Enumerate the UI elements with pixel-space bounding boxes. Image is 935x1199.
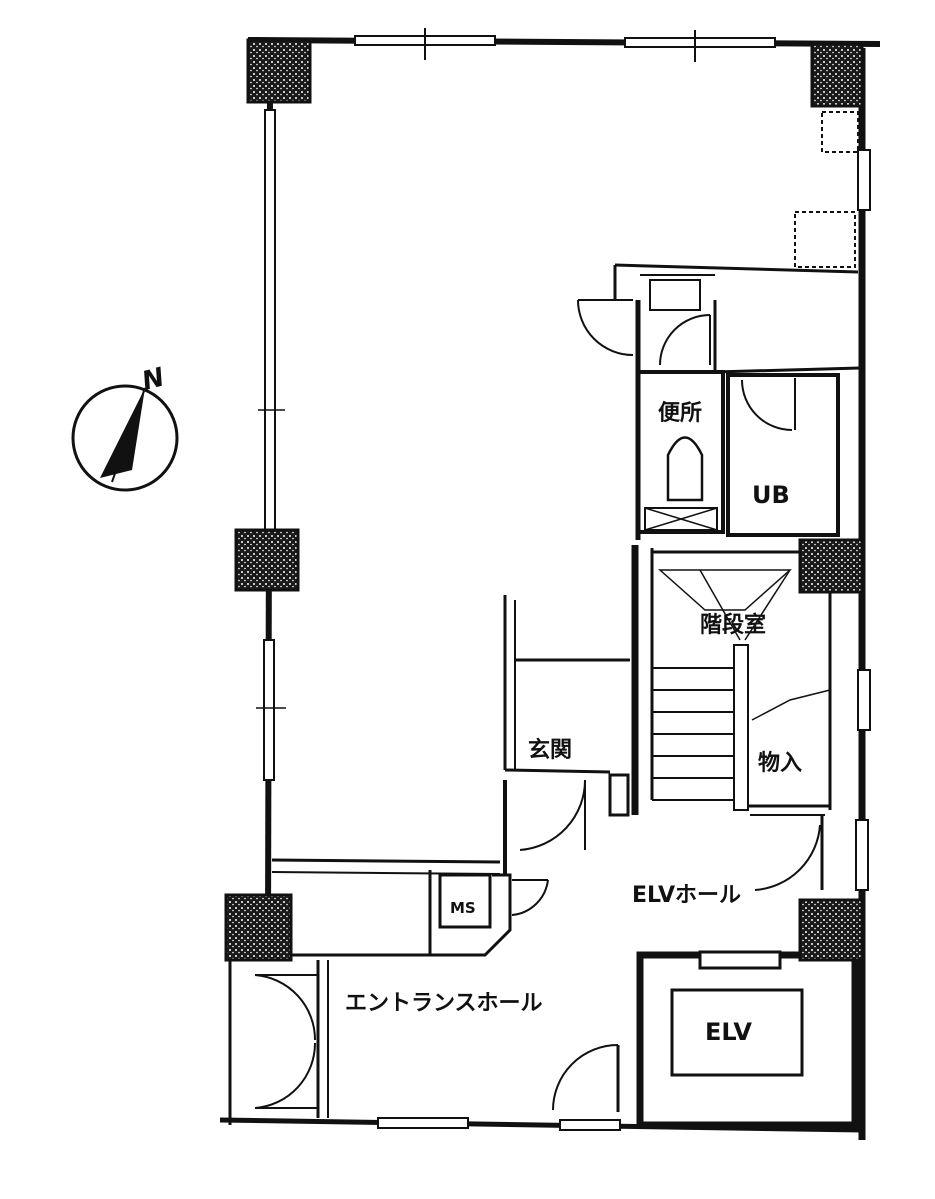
- elevator-car: [670, 988, 804, 1077]
- label-stairwell: 階段室: [700, 612, 766, 638]
- compass-ring: [71, 384, 179, 492]
- label-toilet: 便所: [658, 401, 702, 426]
- window-west-1: [264, 109, 276, 531]
- window-north-2: [624, 37, 776, 48]
- ms-room: [438, 873, 492, 929]
- compass-arrow-icon: [100, 388, 145, 478]
- label-elevator: ELV: [705, 1018, 752, 1046]
- label-unit-bath: UB: [752, 481, 790, 509]
- compass: N: [71, 362, 179, 492]
- window-west-2: [263, 639, 275, 781]
- unit-bath-room: [726, 373, 840, 537]
- structural-columns: [224, 38, 864, 962]
- label-entrance-hall: エントランスホール: [345, 991, 543, 1016]
- label-entrance: 玄関: [528, 737, 572, 763]
- label-storage: 物入: [758, 750, 802, 776]
- label-ms: MS: [450, 899, 476, 917]
- label-elevator-hall: ELVホール: [632, 883, 741, 908]
- stair-treads: [652, 667, 734, 801]
- wall-north: [247, 37, 881, 47]
